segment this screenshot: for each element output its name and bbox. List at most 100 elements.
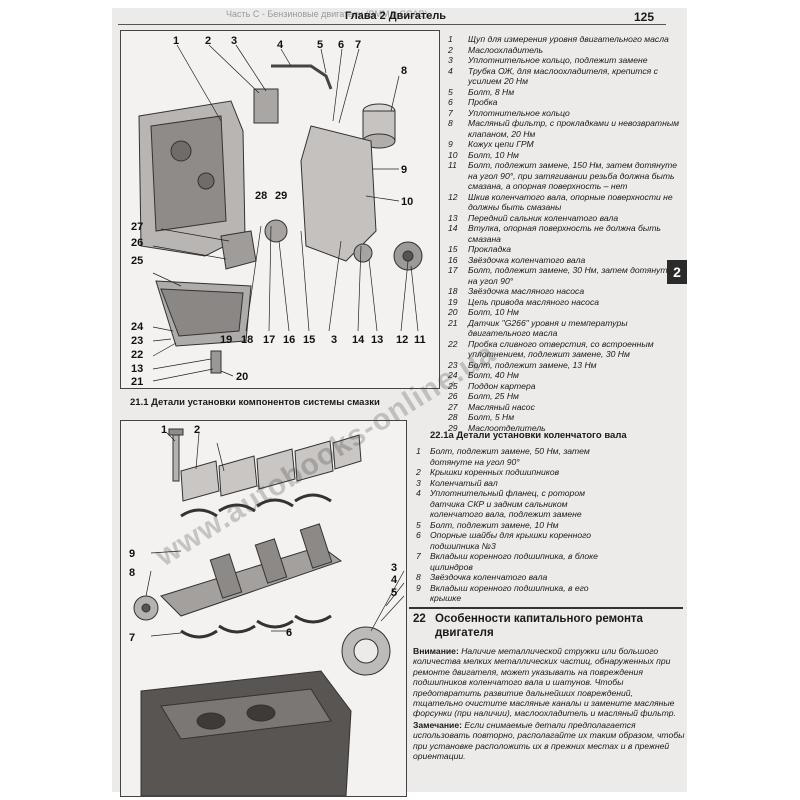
legend-number: 2: [448, 44, 453, 55]
legend-number: 26: [448, 391, 458, 401]
legend-text: Поддон картера: [468, 380, 536, 391]
legend-text: Цепь привода масляного насоса: [468, 296, 600, 307]
legend-number: 29: [448, 422, 458, 433]
callout: 1: [161, 424, 167, 436]
legend-text: Болт, 25 Нм: [468, 391, 519, 401]
callout: 22: [131, 349, 143, 361]
legend-text: Болт, подлежит замене, 10 Нм: [430, 519, 559, 530]
callout: 4: [277, 39, 284, 51]
legend-number: 28: [448, 412, 458, 422]
legend-number: 1: [448, 34, 453, 44]
legend-number: 9: [448, 139, 453, 149]
callout: 14: [352, 334, 365, 346]
legend-text: Болт, подлежит замене, 13 Нм: [468, 359, 597, 370]
legend-number: 2: [416, 467, 421, 477]
legend-number: 8: [448, 118, 453, 128]
legend-text: Щуп для измерения уровня двигательного м…: [468, 34, 669, 44]
crankshaft-drawing: 1 2 3 4 5 6 7 8 9: [129, 424, 405, 796]
legend-number: 4: [448, 65, 453, 76]
legend-number: 18: [448, 286, 458, 296]
legend-text: Прокладка: [468, 244, 512, 254]
legend-number: 10: [448, 149, 458, 160]
legend-number: 6: [448, 97, 453, 107]
callout: 6: [338, 39, 344, 51]
legend-number: 25: [448, 380, 458, 391]
legend-text: Пробка: [468, 97, 498, 107]
legend-item: 16 Звёздочка коленчатого вала: [448, 255, 680, 266]
running-head: Часть С - Бензиновые двигатели (BMM и CC…: [226, 9, 428, 19]
callout: 2: [205, 35, 211, 47]
section-body: Внимание: Наличие металлической стружки …: [413, 646, 685, 762]
warning-text: Наличие металлической стружки или большо…: [413, 646, 676, 719]
legend-text: Коленчатый вал: [430, 477, 498, 488]
legend-text: Звёздочка коленчатого вала: [468, 254, 586, 265]
callout: 6: [286, 627, 292, 639]
legend-text: Маслоохладитель: [468, 44, 544, 55]
callout: 12: [396, 334, 408, 346]
warning-label: Внимание:: [413, 646, 459, 656]
warning-paragraph: Внимание: Наличие металлической стружки …: [413, 646, 685, 719]
figure-crankshaft: 1 2 3 4 5 6 7 8 9: [120, 420, 407, 797]
legend-item: 3 Уплотнительное кольцо, подлежит замене: [448, 55, 680, 66]
legend-text: Уплотнительное кольцо: [468, 107, 570, 118]
legend-number: 7: [416, 551, 421, 561]
legend-number: 3: [448, 55, 453, 65]
note-label: Замечание:: [413, 719, 462, 730]
callout: 17: [263, 334, 275, 346]
callout: 27: [131, 221, 143, 233]
legend-text: Болт, подлежит замене, 30 Нм, затем дотя…: [468, 265, 673, 286]
section-number: 22: [413, 613, 426, 625]
legend-item: 28 Болт, 5 Нм: [448, 412, 680, 423]
legend-item: 1 Щуп для измерения уровня двигательного …: [448, 34, 680, 45]
callout: 28: [255, 190, 267, 202]
legend-text: Втулка, опорная поверхность не должна бы…: [468, 223, 661, 244]
section-title: Особенности капитального ремонта двигате…: [435, 613, 643, 639]
legend-item: 14 Втулка, опорная поверхность не должна …: [448, 223, 680, 244]
legend-text: Звёздочка коленчатого вала: [430, 572, 548, 582]
legend-text: Уплотнительное кольцо, подлежит замене: [468, 55, 648, 65]
page-number: 125: [634, 10, 655, 24]
legend-text: Опорные шайбы для крышки коренного подши…: [430, 530, 592, 551]
lubrication-drawing: 1 2 3 4 5 6 7 8 9 10 11 12 13 14 3 15 16…: [131, 35, 426, 388]
legend-item: 6 Пробка: [448, 97, 680, 108]
legend-text: Пробка сливного отверстия, со встроенным…: [468, 338, 654, 360]
legend-number: 16: [448, 254, 458, 265]
legend-text: Болт, 5 Нм: [468, 412, 515, 422]
callout: 5: [391, 587, 397, 599]
legend-text: Болт, подлежит замене, 150 Нм, затем дот…: [468, 160, 678, 191]
legend-number: 4: [416, 488, 421, 498]
legend-text: Масляный насос: [468, 401, 535, 412]
legend-item: 4 Уплотнительный фланец, с ротором датчик…: [416, 488, 612, 520]
callout: 26: [131, 237, 143, 249]
figure2-callouts: 1 2 3 4 5 6 7 8 9: [129, 424, 398, 644]
chapter-tab: 2: [667, 260, 687, 284]
callout: 20: [236, 371, 248, 383]
legend-text: Датчик "G266" уровня и температуры двига…: [468, 317, 628, 339]
legend-number: 19: [448, 296, 458, 307]
legend-number: 14: [448, 223, 458, 233]
legend-text: Уплотнительный фланец, с ротором датчика…: [430, 488, 586, 519]
figure2-caption: 22.1а Детали установки коленчатого вала: [430, 430, 627, 441]
legend-number: 23: [448, 359, 458, 370]
legend-text: Болт, 10 Нм: [468, 307, 519, 317]
legend-number: 13: [448, 212, 458, 223]
legend-text: Болт, подлежит замене, 50 Нм, затем дотя…: [430, 446, 590, 467]
callout: 5: [317, 39, 323, 51]
callout: 23: [131, 335, 143, 347]
